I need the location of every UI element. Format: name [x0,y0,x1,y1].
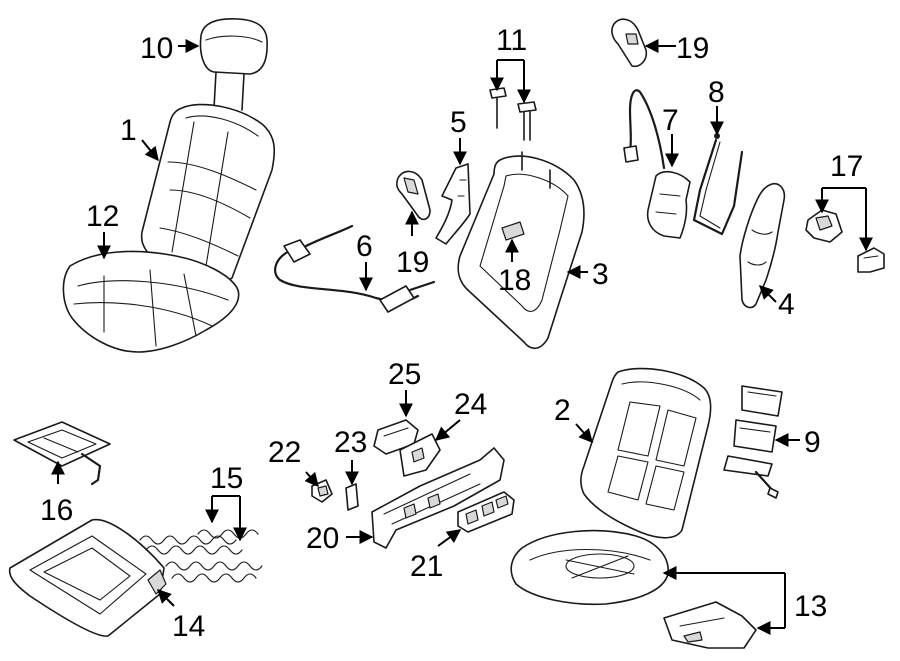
callout-22: 22 [268,436,301,469]
callout-12: 12 [86,200,119,233]
wire-frame-part [692,133,744,236]
callout-8: 8 [708,76,725,109]
side-shield-part [739,182,786,309]
callout-5: 5 [450,106,467,139]
cushion-pad-part [510,529,669,606]
callout-3: 3 [592,258,609,291]
callout-11: 11 [496,24,527,57]
callout-17: 17 [830,150,863,183]
headrest-guide-bolts [489,87,537,141]
callout-23: 23 [334,426,367,459]
callout-18: 18 [498,264,531,297]
trim-clip-top-part [611,18,648,68]
headrest-part [199,18,268,111]
callout-2: 2 [554,394,571,427]
callout-labels: 10 1 12 11 5 19 6 18 3 19 7 8 17 4 25 24… [40,24,863,643]
arrow-leaders [51,39,873,635]
seat-back-frame-part [457,151,585,350]
seat-springs-part [139,529,263,583]
cushion-heater-part [13,421,111,486]
callout-25: 25 [388,358,421,391]
callout-15: 15 [210,462,243,495]
callout-1: 1 [120,114,137,147]
bracket-part-a [805,209,843,243]
leader-lines [212,59,866,628]
seat-back-cover-part [580,367,712,539]
callout-16: 16 [40,494,73,527]
callout-6: 6 [356,230,373,263]
callout-9: 9 [804,426,821,459]
callout-14: 14 [172,610,205,643]
bracket-part-b [857,247,885,273]
trim-piece-part-23 [345,483,359,511]
back-bracket-part [435,163,471,245]
trim-clip-middle-part [396,170,431,221]
callout-24: 24 [454,388,487,421]
callout-7: 7 [662,104,679,137]
callout-21: 21 [410,550,443,583]
callout-19-middle: 19 [396,246,429,279]
callout-10: 10 [140,32,173,65]
callout-13: 13 [794,590,827,623]
cushion-frame-part [8,518,167,637]
seat-switch-part [457,491,515,533]
bracket-part-24 [399,433,441,477]
callout-20: 20 [306,522,339,555]
callout-4: 4 [778,288,795,321]
seat-cushion-part [62,250,240,353]
heater-pad-part [723,385,783,499]
recliner-cover-part [623,89,691,239]
seat-side-shield-part [371,447,505,549]
callout-19-top: 19 [676,32,709,65]
recliner-cable-part [274,224,436,313]
cushion-lower-part [663,601,757,649]
